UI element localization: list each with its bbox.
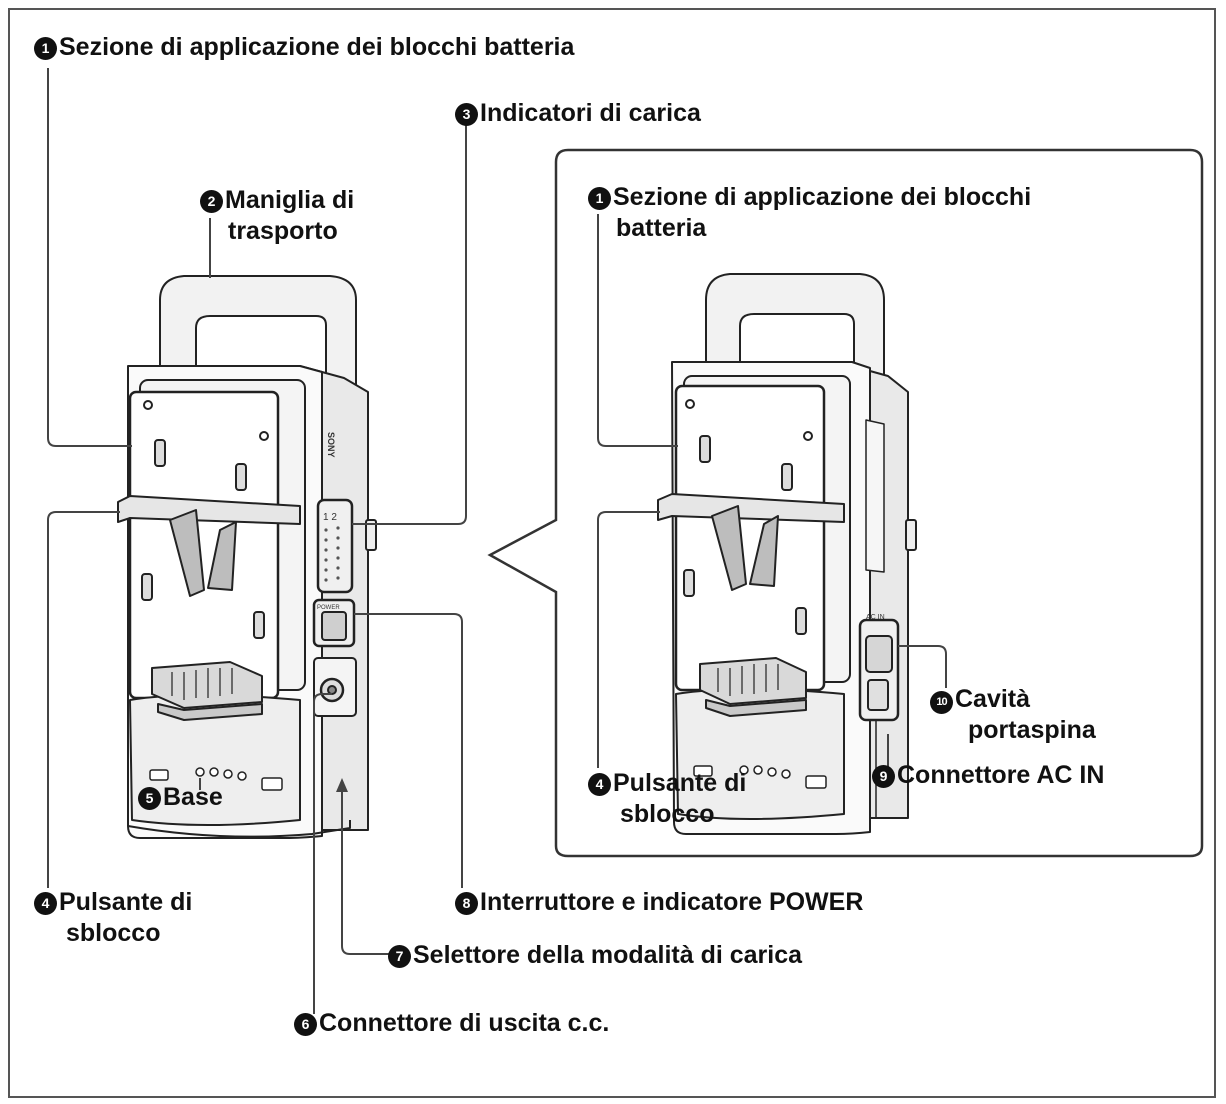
- callout-number-badge: 6: [294, 1013, 317, 1036]
- main-mount-plate: [128, 390, 280, 700]
- callout-number-badge: 9: [872, 765, 895, 788]
- callout-number-badge: 4: [34, 892, 57, 915]
- inset-charger-device: [657, 273, 917, 835]
- callout-number-badge: 10: [930, 691, 953, 714]
- leader-lines: [47, 68, 947, 1014]
- callout-number-badge: 4: [588, 773, 611, 796]
- callout-number-badge: 3: [455, 103, 478, 126]
- main-brand-mark: SONY: [326, 432, 336, 458]
- callout-number-badge: 5: [138, 787, 161, 810]
- main-power-mark: POWER: [317, 605, 340, 611]
- callout-number-badge: 1: [34, 37, 57, 60]
- inset-ac-in-mark: AC IN: [866, 614, 885, 621]
- arrowhead: [336, 778, 348, 792]
- callout-number-badge: 2: [200, 190, 223, 213]
- callout-number-badge: 1: [588, 187, 611, 210]
- callout-number-badge: 7: [388, 945, 411, 968]
- callout-number-badge: 8: [455, 892, 478, 915]
- main-v-mount: [169, 509, 205, 597]
- diagram-frame: [8, 8, 1216, 1098]
- main-charger-device: [117, 275, 377, 839]
- main-channel-mark: 1 2: [323, 512, 337, 523]
